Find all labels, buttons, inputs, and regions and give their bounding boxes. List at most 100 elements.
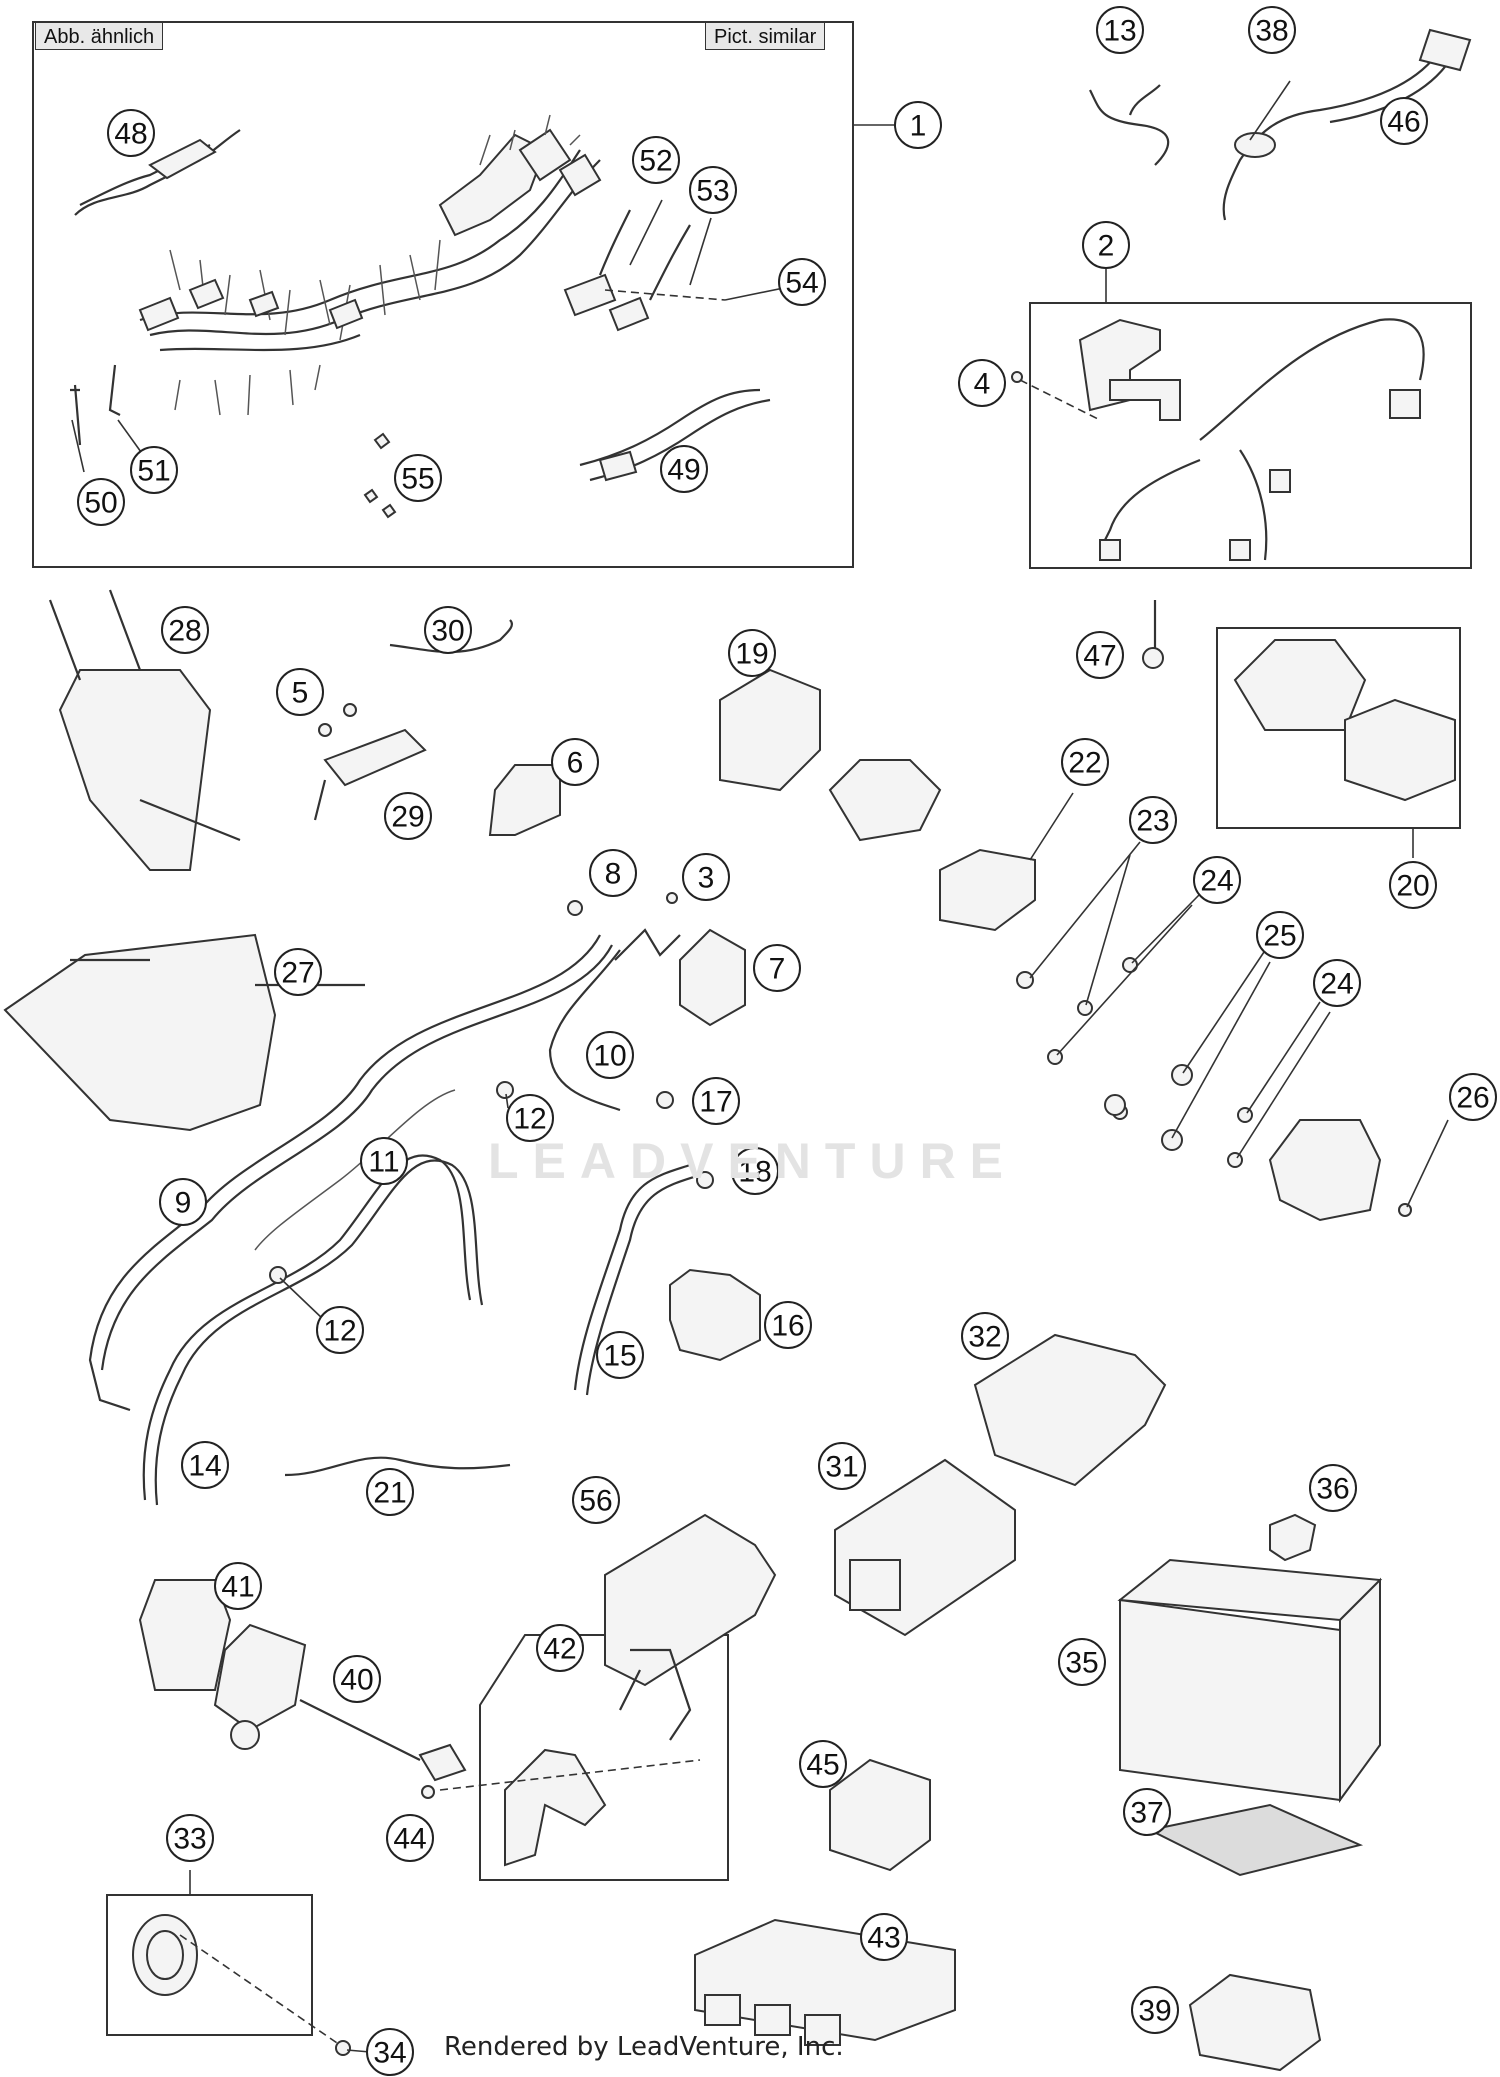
callout-number: 27 — [281, 957, 314, 990]
callout-3: 3 — [682, 853, 730, 901]
part-38-grommet — [1234, 132, 1276, 158]
part-43-plug-c — [804, 2014, 841, 2046]
callout-circle — [366, 2028, 414, 2076]
callout-number: 20 — [1396, 870, 1429, 903]
part-30-wire — [389, 619, 514, 654]
callout-circle — [214, 1562, 262, 1610]
part-21-wire — [284, 1456, 511, 1477]
part-42-harness — [619, 1648, 692, 1741]
callout-circle — [1248, 6, 1296, 54]
callout-6: 6 — [551, 738, 599, 786]
part-42-dash — [439, 1759, 701, 1791]
callout-circle — [596, 1331, 644, 1379]
callout-circle — [276, 668, 324, 716]
callout-34: 34 — [366, 2028, 414, 2076]
callout-2: 2 — [1082, 221, 1130, 269]
part-9-cable-b — [100, 944, 613, 1371]
callout-4: 4 — [958, 359, 1006, 407]
callout-number: 43 — [867, 1922, 900, 1955]
callout-number: 31 — [825, 1451, 858, 1484]
callout-number: 56 — [579, 1485, 612, 1518]
callout-51: 51 — [130, 446, 178, 494]
callout-circle — [572, 1476, 620, 1524]
callout-35: 35 — [1058, 1638, 1106, 1686]
watermark: LEADVENTURE — [488, 1133, 1018, 1189]
part-44-screw — [421, 1785, 435, 1799]
callout-circle — [1256, 911, 1304, 959]
part-3-nut — [666, 892, 678, 904]
part-5-screw-b — [343, 703, 357, 717]
callout-circle — [384, 792, 432, 840]
callout-circle — [107, 109, 155, 157]
callout-number: 18 — [738, 1156, 771, 1189]
callout-number: 35 — [1065, 1647, 1098, 1680]
callout-circle — [778, 258, 826, 306]
callout-15: 15 — [596, 1331, 644, 1379]
part-24-washer-e — [1227, 1152, 1243, 1168]
callout-number: 2 — [1098, 230, 1115, 263]
part-28-cover — [58, 669, 212, 871]
left-tag: Abb. ähnlich — [35, 22, 164, 50]
part-22-mount — [828, 759, 942, 842]
callout-37: 37 — [1123, 1788, 1171, 1836]
callout-circle — [728, 629, 776, 677]
callout-circle — [692, 1077, 740, 1125]
part-36-cap — [1269, 1513, 1317, 1562]
part-32-control-unit — [973, 1333, 1167, 1487]
callout-7: 7 — [753, 944, 801, 992]
callout-36: 36 — [1309, 1464, 1357, 1512]
callout-24-2: 24 — [1313, 959, 1361, 1007]
part-33-dash — [179, 1934, 341, 2046]
callout-13: 13 — [1096, 6, 1144, 54]
callout-11: 11 — [360, 1137, 408, 1185]
callout-circle — [660, 445, 708, 493]
callout-circle — [1193, 856, 1241, 904]
callout-number: 15 — [603, 1340, 636, 1373]
part-10-cable — [548, 949, 621, 1112]
callout-circle — [1058, 1638, 1106, 1686]
callout-number: 19 — [735, 638, 768, 671]
part-39-relay — [1188, 1973, 1322, 2072]
callout-number: 24 — [1320, 968, 1353, 1001]
callout-number: 47 — [1083, 640, 1116, 673]
part-25-grommet-a — [1171, 1064, 1193, 1086]
callout-circle — [506, 1094, 554, 1142]
part-46-lead — [1222, 49, 1441, 221]
part-43-plug-a — [704, 1994, 741, 2026]
callout-number: 51 — [137, 455, 170, 488]
callout-43: 43 — [860, 1913, 908, 1961]
part-25-grommet-c — [1161, 1129, 1183, 1151]
callout-number: 37 — [1130, 1797, 1163, 1830]
callout-32: 32 — [961, 1312, 1009, 1360]
callout-number: 21 — [373, 1477, 406, 1510]
part-31-plug — [849, 1559, 901, 1611]
callout-52: 52 — [632, 136, 680, 184]
callout-number: 41 — [221, 1571, 254, 1604]
callout-55: 55 — [394, 454, 442, 502]
group-box-1 — [32, 21, 854, 568]
callout-number: 45 — [806, 1749, 839, 1782]
callout-circle — [316, 1306, 364, 1354]
callout-circle — [1082, 221, 1130, 269]
callout-number: 3 — [698, 862, 715, 895]
callout-number: 13 — [1103, 15, 1136, 48]
part-29-lead — [313, 779, 327, 821]
callout-circle — [551, 738, 599, 786]
callout-number: 25 — [1263, 920, 1296, 953]
callout-27: 27 — [274, 948, 322, 996]
callout-number: 12 — [323, 1315, 356, 1348]
callout-circle — [860, 1913, 908, 1961]
callout-circle — [1129, 796, 1177, 844]
part-19-bracket — [719, 668, 821, 792]
part-28-strap — [48, 589, 241, 842]
part-26-screw — [1398, 1203, 1412, 1217]
callout-circle — [753, 944, 801, 992]
callout-number: 9 — [175, 1187, 192, 1220]
callout-53: 53 — [689, 166, 737, 214]
callout-circle — [360, 1137, 408, 1185]
callout-45: 45 — [799, 1740, 847, 1788]
right-tag: Pict. similar — [705, 22, 826, 50]
callout-22: 22 — [1061, 738, 1109, 786]
callout-number: 50 — [84, 487, 117, 520]
